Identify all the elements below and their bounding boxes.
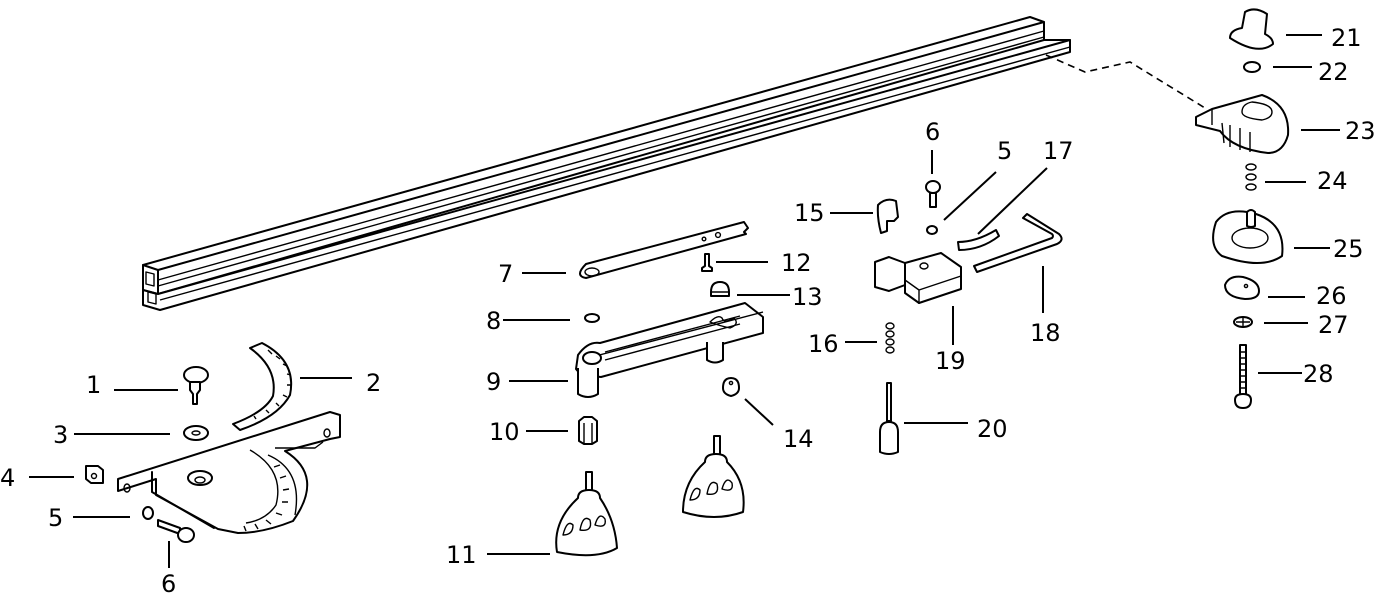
- callout-26: 26: [1316, 282, 1347, 310]
- callout-4: 4: [0, 464, 15, 492]
- callout-6-lower: 6: [161, 570, 176, 594]
- callout-3: 3: [53, 421, 68, 449]
- callout-13: 13: [792, 283, 823, 311]
- callout-25: 25: [1333, 235, 1364, 263]
- rail-to-clamp-guideline: [1045, 54, 1206, 109]
- part-17-curved-spring: [957, 229, 1000, 251]
- part-9-slotted-arm: [575, 302, 764, 398]
- part-14-cap-nut: [722, 377, 740, 397]
- part-23-clamp-housing: [1195, 94, 1290, 154]
- part-13-cap-nut: [710, 281, 730, 297]
- callout-8: 8: [486, 307, 501, 335]
- part-27-lock-washer: [1233, 316, 1253, 328]
- leader-lines: [29, 34, 1340, 568]
- callout-5-lower: 5: [48, 504, 63, 532]
- part-6-screw-lower: [157, 519, 195, 543]
- part-11-knob-right: [682, 435, 745, 518]
- part-19-clamp-block: [874, 252, 962, 304]
- callout-27: 27: [1318, 311, 1349, 339]
- part-18-hex-key: [973, 213, 1063, 273]
- miter-gauge-body: [117, 411, 341, 534]
- part-1-knob-screw: [183, 366, 209, 405]
- part-26-oval-plate: [1224, 275, 1260, 300]
- part-5-washer-upper: [926, 225, 938, 235]
- part-21-knob: [1229, 8, 1274, 50]
- callout-5-upper: 5: [997, 137, 1012, 165]
- callout-21: 21: [1331, 24, 1362, 52]
- part-4-square-nut: [85, 465, 104, 484]
- callout-7: 7: [498, 260, 513, 288]
- part-3-washer: [183, 425, 209, 441]
- callout-18: 18: [1030, 319, 1061, 347]
- callout-6-upper: 6: [925, 118, 940, 146]
- part-6-screw-upper: [925, 180, 941, 208]
- fence-rail: [142, 16, 1071, 311]
- part-8-washer: [584, 313, 600, 323]
- callout-1: 1: [86, 371, 101, 399]
- callout-22: 22: [1318, 58, 1349, 86]
- callout-14: 14: [783, 425, 814, 453]
- callout-10: 10: [489, 418, 520, 446]
- callout-23: 23: [1345, 117, 1376, 145]
- part-24-spring: [1245, 163, 1257, 191]
- callout-2: 2: [366, 369, 381, 397]
- part-5-washer-lower: [142, 506, 154, 520]
- callout-28: 28: [1303, 360, 1334, 388]
- part-3-washer-hole: [191, 430, 201, 436]
- callout-9: 9: [486, 368, 501, 396]
- part-16-spring: [885, 322, 895, 354]
- callout-11: 11: [446, 541, 477, 569]
- part-25-base: [1212, 209, 1284, 264]
- part-10-hex-spacer: [578, 416, 598, 445]
- part-2-angle-scale: [232, 342, 293, 431]
- part-22-washer: [1243, 61, 1261, 73]
- callout-15: 15: [794, 199, 825, 227]
- callout-16: 16: [808, 330, 839, 358]
- callout-20: 20: [977, 415, 1008, 443]
- part-11-knob-left: [555, 471, 618, 557]
- callout-24: 24: [1317, 167, 1348, 195]
- part-7-link-bar: [579, 221, 749, 279]
- part-28-bolt: [1234, 344, 1252, 409]
- part-15-lever: [876, 198, 899, 234]
- part-12-screw: [701, 253, 713, 272]
- part-20-pin: [879, 382, 899, 455]
- callout-17: 17: [1043, 137, 1074, 165]
- callout-19: 19: [935, 347, 966, 375]
- callout-12: 12: [781, 249, 812, 277]
